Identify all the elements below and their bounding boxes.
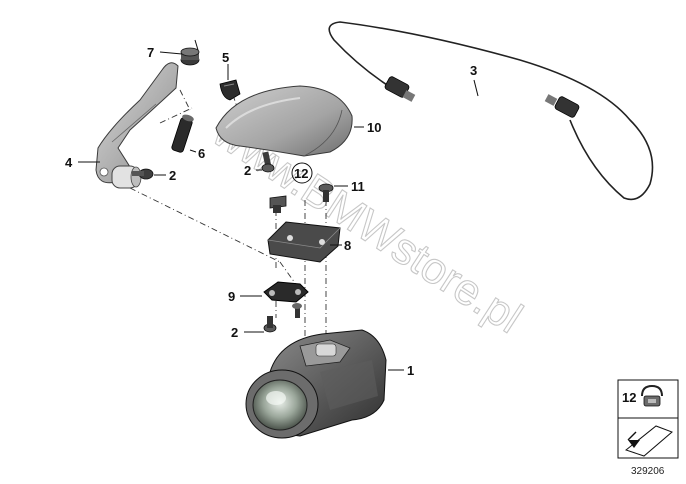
callout-5: 5	[222, 50, 229, 65]
callout-6: 6	[198, 146, 205, 161]
part-6-screw	[171, 114, 194, 153]
callout-9: 9	[228, 289, 235, 304]
legend-clip-icon	[641, 384, 663, 407]
part-2-screw-left	[132, 168, 154, 180]
part-10-cover	[215, 85, 353, 157]
callout-2-middle: 2	[244, 163, 251, 178]
part-8-plate	[267, 221, 341, 263]
legend-box: 12 329206	[617, 379, 679, 477]
callout-10: 10	[367, 120, 381, 135]
part-11-screw	[318, 183, 334, 202]
callout-1: 1	[407, 363, 414, 378]
part-4-bracket	[95, 62, 179, 189]
part-12-spring-nut	[269, 195, 287, 213]
callout-11: 11	[351, 179, 365, 194]
legend-assembly-arrow-icon	[624, 425, 673, 457]
callout-2-lower: 2	[231, 325, 238, 340]
part-3-cable-harness	[328, 21, 654, 201]
legend-item-number: 12	[622, 390, 636, 405]
callout-8: 8	[344, 238, 351, 253]
part-1-fog-light	[245, 329, 387, 439]
callout-labels: 7 5 3 10 6 4 2 2 12 11 8 9 2 1	[65, 45, 477, 378]
diagram-number: 329206	[631, 466, 665, 477]
callout-12: 12	[294, 166, 308, 181]
callout-7: 7	[147, 45, 154, 60]
part-5-clip	[219, 79, 241, 101]
part-2-screw-middle	[261, 151, 275, 173]
callout-4: 4	[65, 155, 73, 170]
callout-2-left: 2	[169, 168, 176, 183]
callout-3: 3	[470, 63, 477, 78]
part-7-grommet	[180, 39, 200, 66]
leader-lines	[78, 51, 479, 371]
part-9-clamp	[263, 281, 309, 303]
callout-12-circle	[291, 162, 313, 184]
small-screw	[292, 303, 302, 318]
part-2-screw-lower	[263, 316, 277, 333]
